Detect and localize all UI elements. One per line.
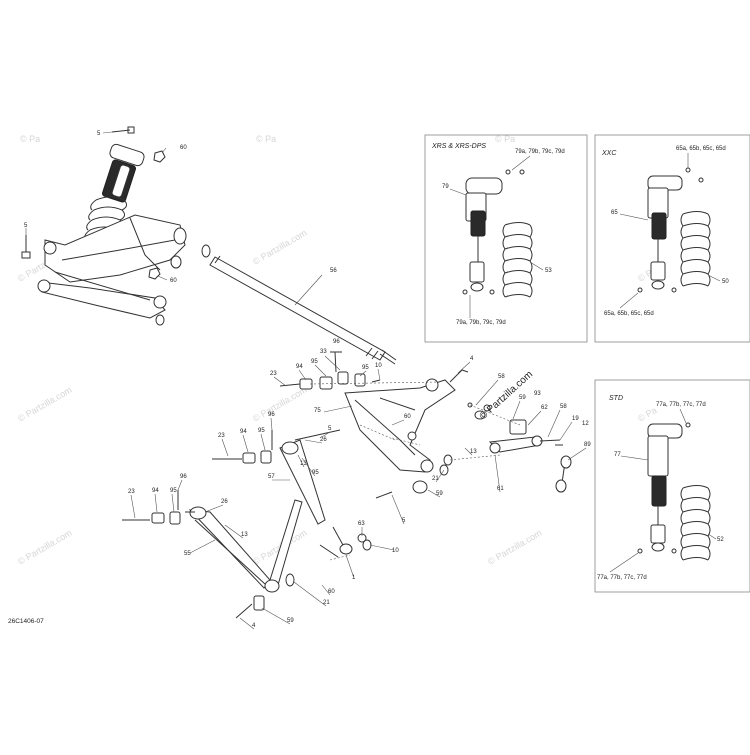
callout-label: 50 <box>722 279 729 285</box>
callout-label: 75 <box>314 408 321 414</box>
callout-label: 13 <box>241 532 248 538</box>
callout-label: 57 <box>268 474 275 480</box>
fasteners <box>21 126 211 280</box>
lower-arm-assembly <box>122 429 393 619</box>
callout-label: 21 <box>323 600 330 606</box>
callout-label: 94 <box>296 364 303 370</box>
callout-label: 5 <box>97 131 101 137</box>
watermark-brand: © Partzilla.com <box>478 369 535 422</box>
callout-label: 58 <box>560 404 567 410</box>
callout-label: 60 <box>170 278 177 284</box>
callout-label: 65 <box>611 210 618 216</box>
callout-label: 56 <box>330 268 337 274</box>
callout-label: 77a, 77b, 77c, 77d <box>656 402 706 408</box>
callout-label: 52 <box>717 537 724 543</box>
callout-label: 95 <box>170 488 177 494</box>
callout-label: 96 <box>268 412 275 418</box>
panel-xxc: XXC 65a, 65b, 65c, 65d 65 50 65a, 65b, 6… <box>594 134 750 343</box>
callout-label: 4 <box>252 623 256 629</box>
watermark: © Partzilla.com <box>251 228 309 267</box>
callout-labels: 5 60 5 60 56 23 94 95 33 96 95 10 75 4 5… <box>24 131 591 630</box>
callout-label: 23 <box>218 433 225 439</box>
callout-label: 26 <box>221 499 228 505</box>
watermark: © Pa <box>20 134 40 144</box>
drive-shaft <box>209 255 397 365</box>
callout-label: 26 <box>320 437 327 443</box>
watermark: © Partzilla.com <box>486 528 544 567</box>
callout-label: 96 <box>333 339 340 345</box>
callout-label: 58 <box>498 374 505 380</box>
panel-title: XXC <box>601 150 617 157</box>
swing-arm-frame <box>37 214 187 326</box>
watermark: © Partzilla.com <box>16 528 74 567</box>
callout-label: 55 <box>184 551 191 557</box>
callout-label: 61 <box>497 486 504 492</box>
callout-label: 60 <box>328 589 335 595</box>
callout-label: 77a, 77b, 77c, 77d <box>597 575 647 581</box>
callout-label: 23 <box>128 489 135 495</box>
callout-label: 13 <box>300 461 307 467</box>
callout-label: 95 <box>312 470 319 476</box>
center-arm-assembly <box>279 351 572 494</box>
callout-label: 59 <box>519 395 526 401</box>
callout-label: 65a, 65b, 65c, 65d <box>676 146 726 152</box>
callout-label: 5 <box>402 518 406 524</box>
callout-label: 94 <box>152 488 159 494</box>
callout-label: 33 <box>320 349 327 355</box>
callout-label: 65a, 65b, 65c, 65d <box>604 311 654 317</box>
callout-label: 4 <box>470 356 474 362</box>
callout-label: 60 <box>404 414 411 420</box>
watermark: © Partzilla.com <box>251 385 309 424</box>
callout-label: 53 <box>545 268 552 274</box>
callout-label: 59 <box>436 491 443 497</box>
panel-title: STD <box>609 395 623 402</box>
callout-label: 95 <box>258 428 265 434</box>
callout-label: 94 <box>240 429 247 435</box>
panel-xrs: XRS & XRS-DPS 79a, 79b, 79c, 79d 79 53 7… <box>424 134 588 343</box>
watermark: © Pa <box>495 134 515 144</box>
callout-label: 12 <box>582 421 589 427</box>
callout-label: 63 <box>358 521 365 527</box>
callout-label: 79a, 79b, 79c, 79d <box>456 320 506 326</box>
callout-label: 62 <box>541 405 548 411</box>
callout-label: 95 <box>311 359 318 365</box>
rear-suspension-assembly-view <box>21 126 211 326</box>
callout-label: 21 <box>432 476 439 482</box>
panel-std: STD 77a, 77b, 77c, 77d 77 52 77a, 77b, 7… <box>594 379 750 593</box>
panel-title: XRS & XRS-DPS <box>431 143 486 150</box>
callout-label: 59 <box>287 618 294 624</box>
callout-label: 60 <box>180 145 187 151</box>
diagram-code: 26C1406-07 <box>8 618 44 625</box>
callout-label: 23 <box>270 371 277 377</box>
callout-label: 5 <box>328 426 332 432</box>
callout-label: 96 <box>180 474 187 480</box>
callout-label: 79a, 79b, 79c, 79d <box>515 149 565 155</box>
watermark: © Pa <box>256 134 276 144</box>
callout-label: 79 <box>442 184 449 190</box>
callout-label: 95 <box>362 365 369 371</box>
callout-label: 89 <box>584 442 591 448</box>
callout-label: 93 <box>534 391 541 397</box>
watermark: © Partzilla.com <box>16 385 74 424</box>
callout-label: 10 <box>392 548 399 554</box>
callout-label: 19 <box>572 416 579 422</box>
callout-label: 77 <box>614 452 621 458</box>
callout-label: 5 <box>24 223 28 229</box>
callout-label: 10 <box>375 363 382 369</box>
callout-label: 13 <box>470 449 477 455</box>
